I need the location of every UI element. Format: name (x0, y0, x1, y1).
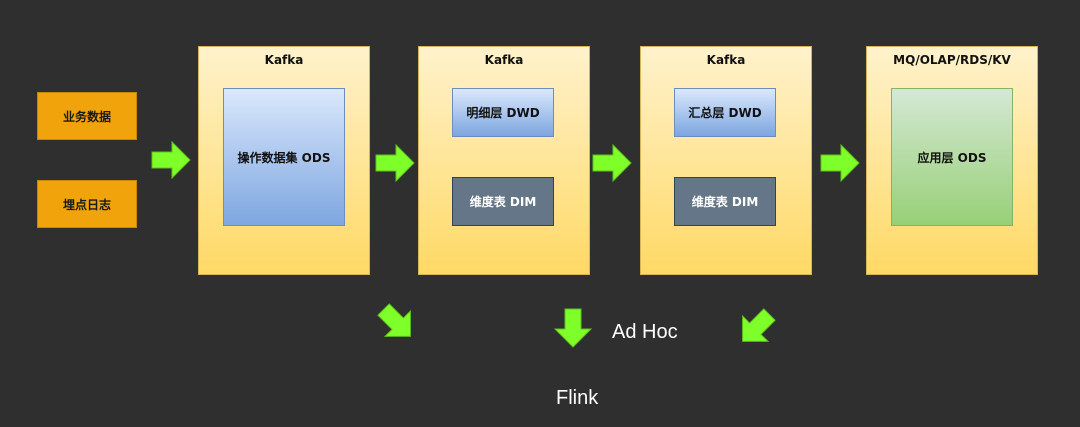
dim-box: 维度表 DIM (452, 177, 554, 226)
flink-label: Flink (556, 387, 599, 409)
stage-title: MQ/OLAP/RDS/KV (893, 53, 1011, 67)
stage-kafka-dws: Kafka (640, 46, 812, 275)
block-arrow-icon (592, 143, 632, 183)
block-arrow-icon (820, 143, 860, 183)
ods-box: 操作数据集 ODS (223, 88, 345, 226)
dwd-box: 明细层 DWD (452, 88, 554, 137)
dim-box: 维度表 DIM (674, 177, 776, 226)
source-business-data: 业务数据 (37, 92, 137, 140)
block-arrow-icon (553, 308, 593, 348)
stage-title: Kafka (484, 53, 524, 67)
block-arrow-icon (377, 303, 411, 337)
block-arrow-icon (151, 140, 191, 180)
stage-kafka-dwd: Kafka (418, 46, 590, 275)
block-arrow-icon (742, 308, 776, 342)
block-arrow-icon (375, 143, 415, 183)
adhoc-label: Ad Hoc (612, 321, 678, 343)
stage-title: Kafka (706, 53, 746, 67)
source-tracking-log: 埋点日志 (37, 180, 137, 228)
stage-title: Kafka (264, 53, 304, 67)
dws-box: 汇总层 DWD (674, 88, 776, 137)
ads-box: 应用层 ODS (891, 88, 1013, 226)
